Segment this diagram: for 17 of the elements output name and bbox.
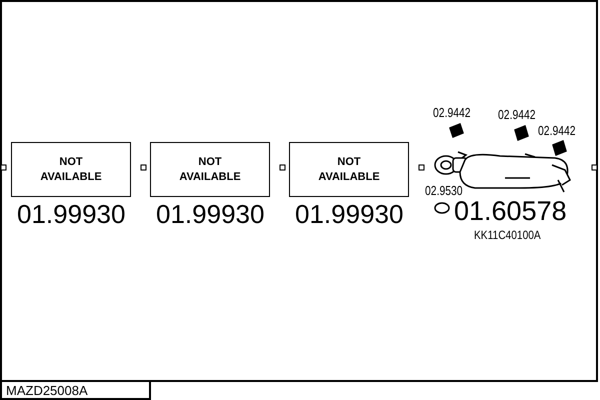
part-status: NOT AVAILABLE [178,154,242,184]
part-number: 01.60578 [454,198,567,225]
part-status: NOT AVAILABLE [317,154,381,184]
part-code: 02.9530 [425,184,463,197]
part-box [150,142,270,197]
part-code: 02.9442 [538,124,576,137]
part-status: NOT AVAILABLE [39,154,103,184]
part-number: 01.99930 [295,201,404,227]
part-box [11,142,131,197]
part-code: 02.9442 [433,106,471,119]
part-code: 02.9442 [498,108,536,121]
article-code: MAZD25008A [6,384,88,396]
part-box [289,142,409,197]
part-number: 01.99930 [17,201,126,227]
part-code: KK11C40100A [474,229,541,241]
part-number: 01.99930 [156,201,264,227]
code-box [0,380,151,400]
